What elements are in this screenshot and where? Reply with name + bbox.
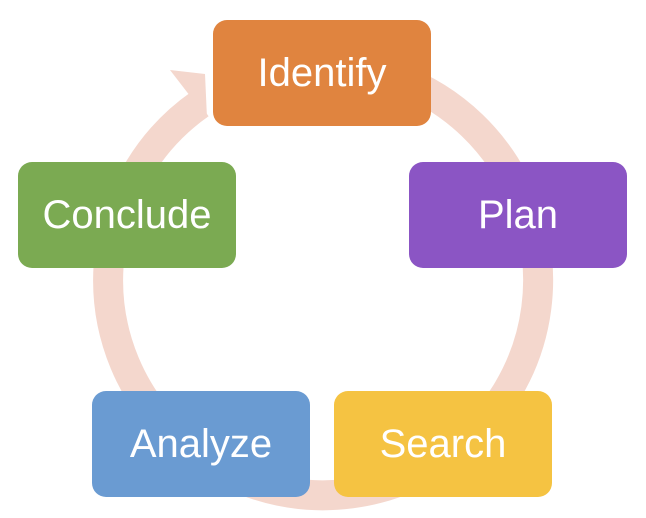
step-label: Analyze [129,421,273,466]
step-conclude: Conclude [18,162,236,268]
step-label: Plan [477,192,559,237]
cycle-arrowhead [170,70,207,118]
step-label: Conclude [42,192,212,237]
step-plan: Plan [409,162,627,268]
step-search: Search [334,391,552,497]
step-label: Search [379,421,507,466]
step-label: Identify [257,50,387,95]
step-identify: Identify [213,20,431,126]
step-analyze: Analyze [92,391,310,497]
